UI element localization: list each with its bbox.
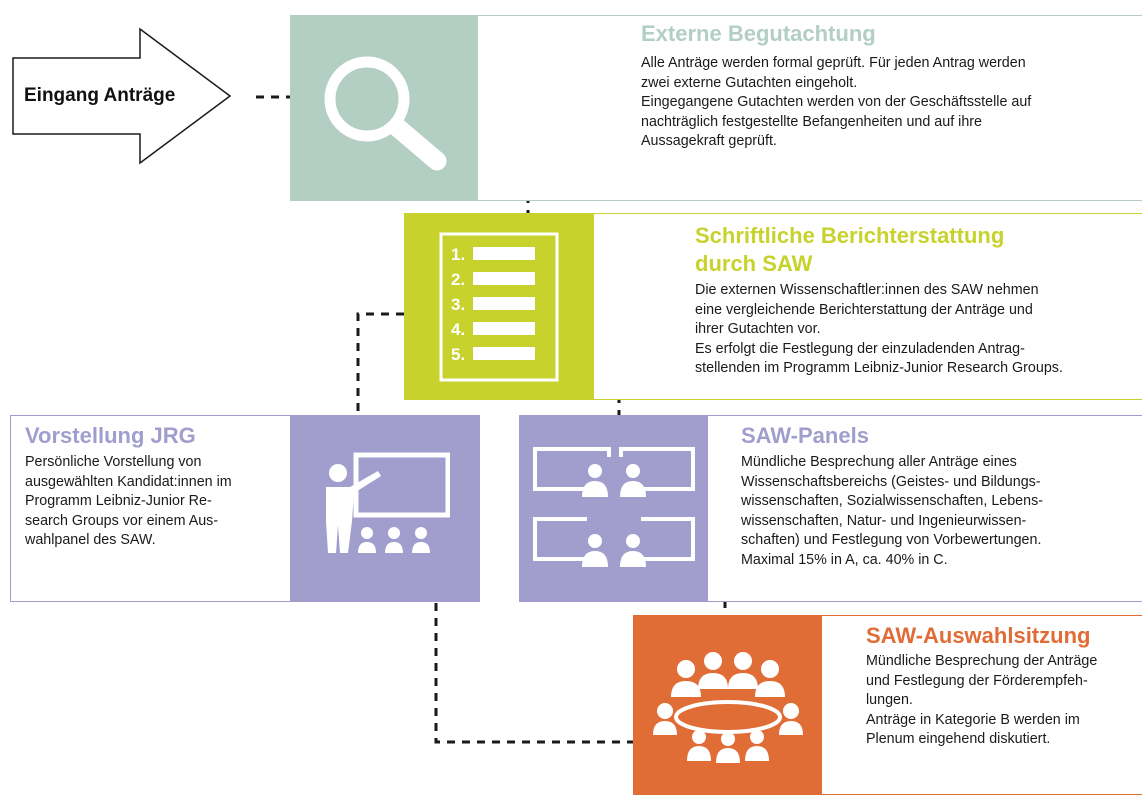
auswahl-icon-box — [633, 615, 822, 795]
bericht-body: Die externen Wissenschaftler:innen des S… — [695, 281, 1063, 379]
bericht-body-line: stellenden im Programm Leibniz-Junior Re… — [695, 360, 1063, 376]
auswahl-body: Mündliche Besprechung der Anträge und Fes… — [866, 652, 1097, 750]
externe-body-line: Alle Anträge werden formal geprüft. Für … — [641, 55, 1026, 71]
presenter-audience-icon — [326, 452, 450, 553]
vorstellung-body-line: search Groups vor einem Aus- — [25, 512, 219, 529]
panels-body-line: Mündliche Besprechung aller Anträge eine… — [741, 454, 1017, 470]
externe-body: Alle Anträge werden formal geprüft. Für … — [641, 54, 1031, 152]
list-bar — [473, 321, 535, 335]
list-number: 5. — [451, 345, 465, 364]
auswahl-body-line: lungen. — [866, 692, 913, 708]
vorstellung-icon-box — [290, 415, 480, 602]
vorstellung-body-line: wahlpanel des SAW. — [25, 532, 156, 548]
panels-body-line: wissenschaften, Natur- und Ingenieurwiss… — [741, 512, 1027, 529]
panels-body-line: schaften) und Festlegung von Vorbewertun… — [741, 532, 1042, 548]
externe-body-line: nachträglich festgestellte Befangenheite… — [641, 113, 982, 130]
list-number: 3. — [451, 295, 465, 314]
bericht-body-line: Es erfolgt die Festlegung der einzuladen… — [695, 340, 1025, 357]
vorstellung-body-line: Persönliche Vorstellung von — [25, 454, 202, 470]
auswahl-body-line: Mündliche Besprechung der Anträge — [866, 653, 1098, 669]
auswahl-title: SAW-Auswahlsitzung — [866, 623, 1091, 648]
panels-body-line: Wissenschaftsbereichs (Geistes- und Bild… — [741, 473, 1041, 490]
bericht-title-line2: durch SAW — [695, 251, 813, 276]
list-bar — [473, 346, 535, 360]
numbered-list-icon: 1. 2. 3. 4. 5. — [439, 232, 559, 381]
connector-vorstellung-auswahl — [434, 603, 633, 744]
vorstellung-title: Vorstellung JRG — [25, 423, 196, 448]
externe-body-line: zwei externe Gutachten eingeholt. — [641, 74, 858, 91]
auswahl-body-line: und Festlegung der Förderempfeh- — [866, 672, 1088, 689]
eingang-arrow — [12, 27, 232, 165]
panels-body: Mündliche Besprechung aller Anträge eine… — [741, 453, 1043, 570]
bericht-body-line: ihrer Gutachten vor. — [695, 321, 821, 337]
bericht-body-line: Die externen Wissenschaftler:innen des S… — [695, 282, 1039, 298]
externe-body-line: Aussagekraft geprüft. — [641, 133, 777, 149]
vorstellung-body: Persönliche Vorstellung von ausgewählten … — [25, 453, 232, 551]
list-number: 1. — [451, 245, 465, 264]
magnifier-icon — [324, 56, 447, 171]
externe-body-line: Eingegangene Gutachten werden von der Ge… — [641, 94, 1032, 110]
auswahl-body-line: Plenum eingehend diskutiert. — [866, 731, 1051, 747]
panels-body-line: wissenschaften, Sozialwissenschaften, Le… — [741, 493, 1043, 509]
panels-body-line: Maximal 15% in A, ca. 40% in C. — [741, 551, 948, 568]
bericht-icon-box: 1. 2. 3. 4. 5. — [404, 213, 594, 400]
eingang-label: Eingang Anträge — [24, 85, 176, 106]
list-bar — [473, 271, 535, 285]
externe-title: Externe Begutachtung — [641, 21, 876, 46]
panels-icon-box — [519, 415, 708, 602]
vorstellung-body-line: ausgewählten Kandidat:innen im — [25, 473, 232, 490]
list-number: 2. — [451, 270, 465, 289]
bericht-body-line: eine vergleichende Berichterstattung der… — [695, 301, 1033, 318]
meeting-table-icon — [652, 652, 803, 763]
vorstellung-body-line: Programm Leibniz-Junior Re- — [25, 493, 212, 509]
externe-icon-box — [290, 15, 478, 201]
list-bar — [473, 246, 535, 260]
panels-title: SAW-Panels — [741, 423, 869, 448]
auswahl-body-line: Anträge in Kategorie B werden im — [866, 711, 1080, 728]
list-bar — [473, 296, 535, 310]
bericht-title-line1: Schriftliche Berichterstattung — [695, 223, 1005, 248]
connector-bericht-vorstellung — [356, 312, 404, 417]
list-number: 4. — [451, 320, 465, 339]
video-panels-icon — [532, 446, 695, 567]
